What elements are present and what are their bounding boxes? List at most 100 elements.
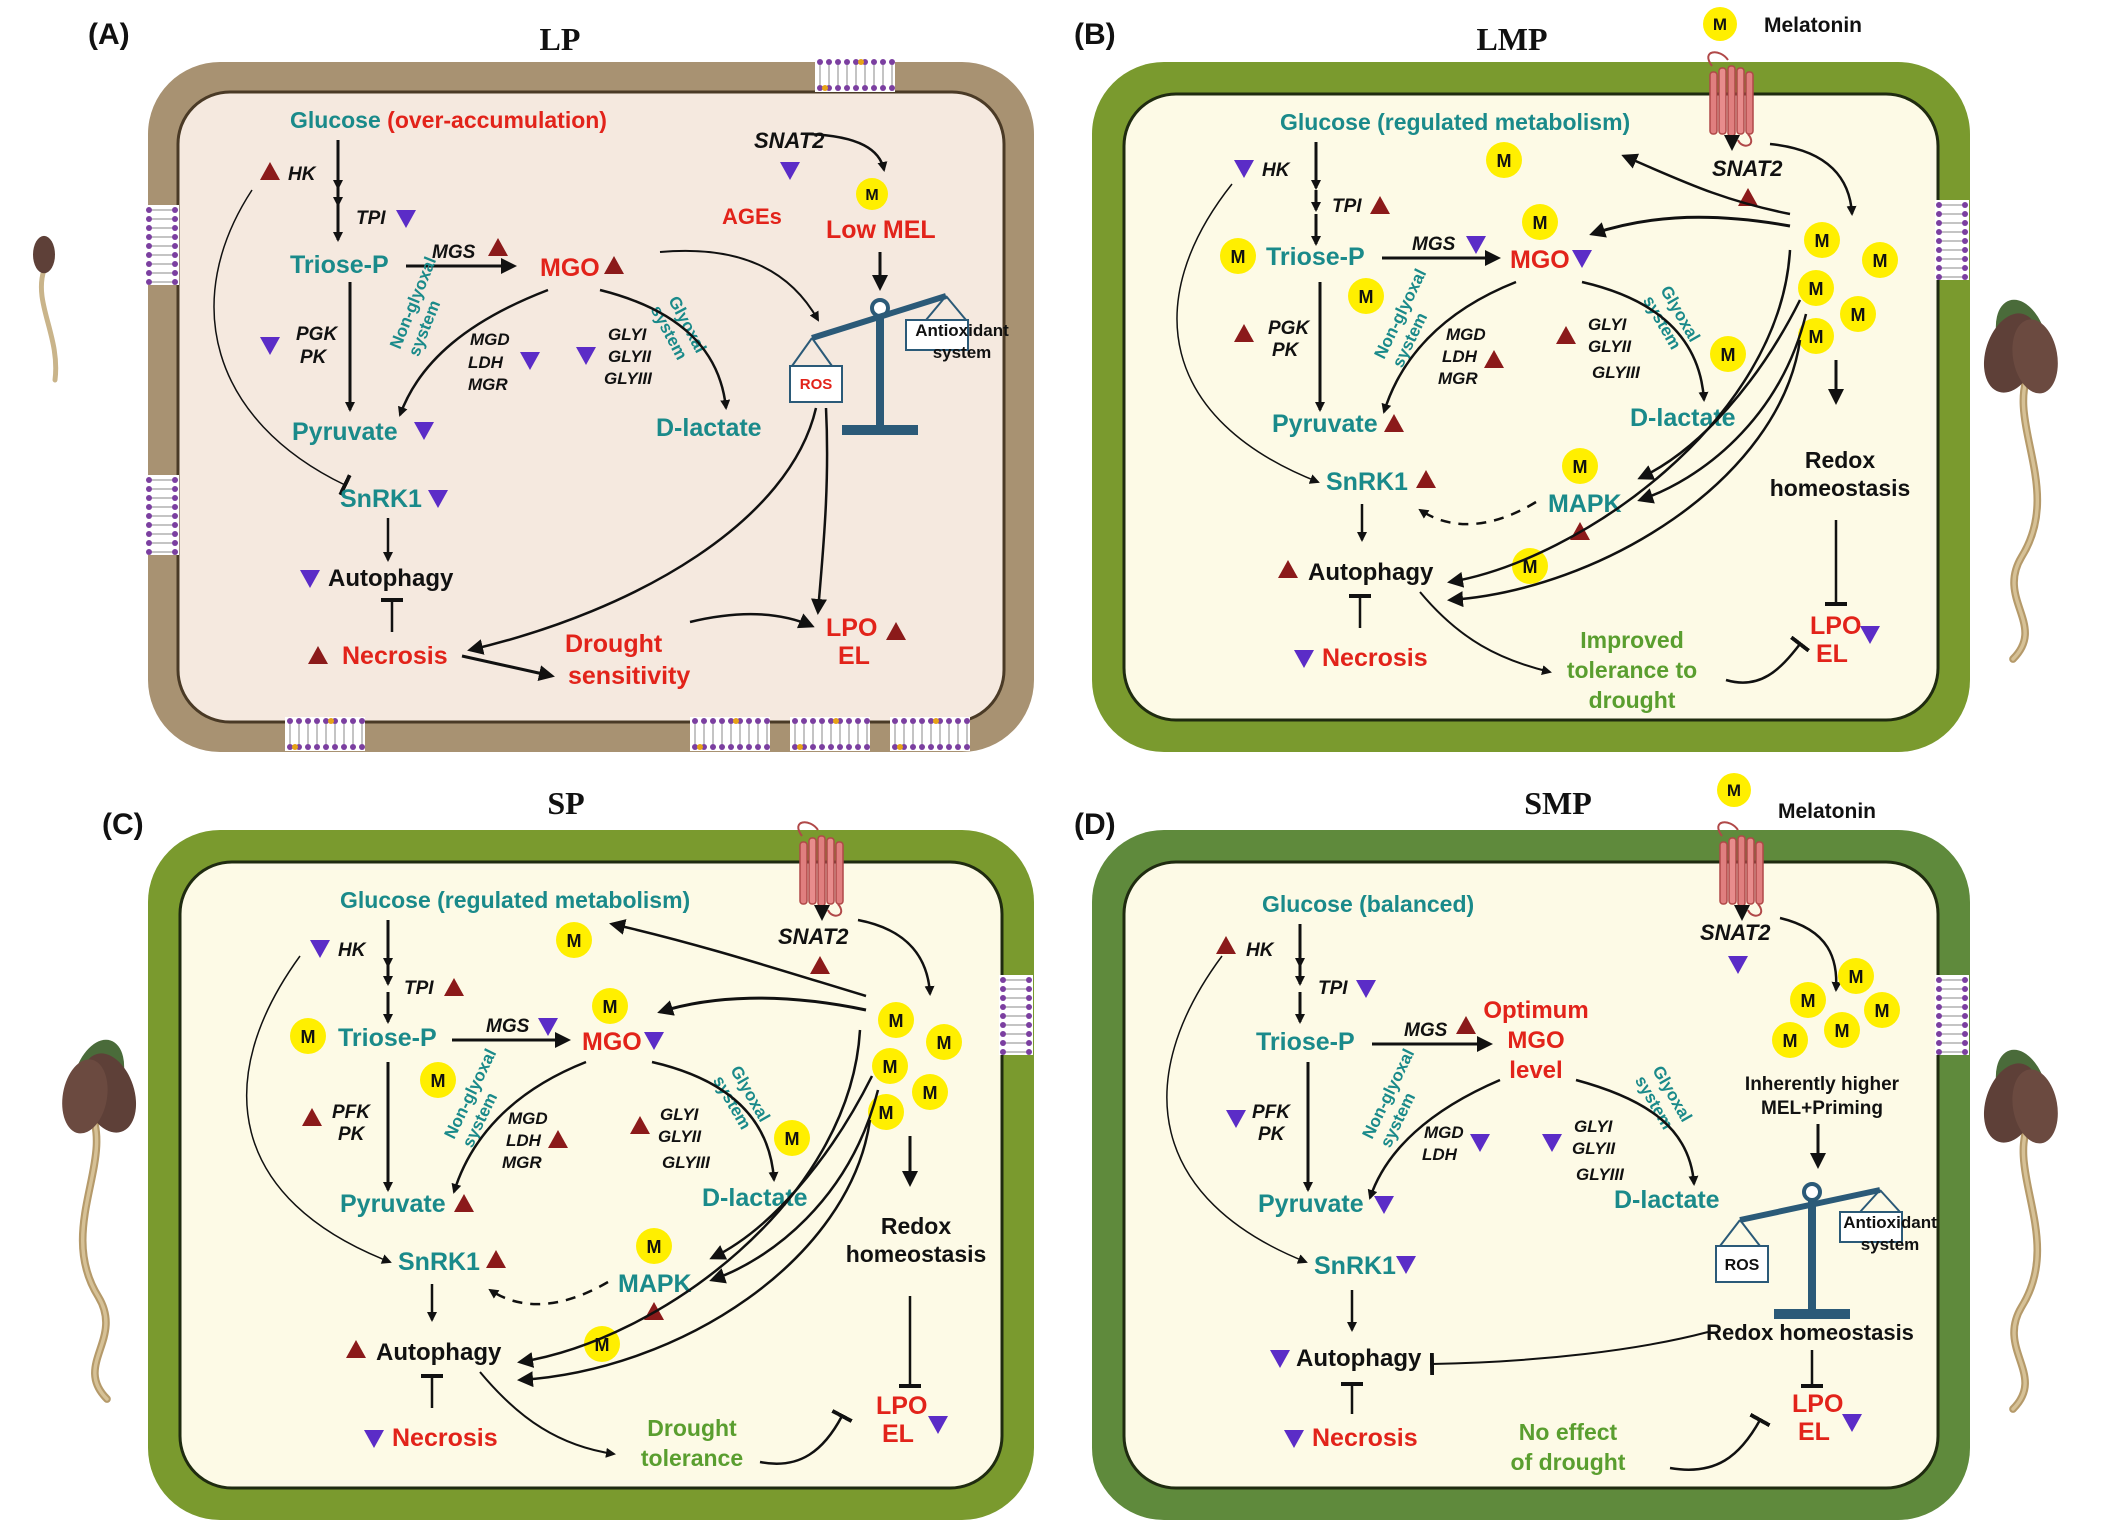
snat2: SNAT2 xyxy=(778,924,849,949)
panel-d-title: SMP xyxy=(1524,785,1592,821)
melatonin-m: M xyxy=(1809,327,1824,347)
el: EL xyxy=(1798,1418,1830,1446)
enzyme-mgs: MGS xyxy=(432,242,476,263)
melatonin-icon xyxy=(856,178,888,210)
membrane-segment xyxy=(284,716,366,752)
mgo: MGO xyxy=(1510,246,1570,274)
ros: ROS xyxy=(800,376,833,393)
melatonin-icon xyxy=(774,1120,810,1156)
glucose-label: Glucose (regulated metabolism) xyxy=(340,887,690,913)
triose-p: Triose-P xyxy=(290,251,389,279)
glucose-label: Glucose (over-accumulation) xyxy=(290,107,607,133)
el: EL xyxy=(882,1420,914,1448)
melatonin-icon xyxy=(1220,238,1256,274)
seedling-icon xyxy=(33,235,59,383)
lpo: LPO xyxy=(826,614,877,642)
enzyme-glyiii: GLYIII xyxy=(662,1153,711,1172)
pyruvate: Pyruvate xyxy=(1272,410,1378,438)
balance-icon xyxy=(1715,1182,1903,1321)
melatonin-m: M xyxy=(1727,781,1741,800)
enzyme-mgr: MGR xyxy=(502,1153,542,1172)
membrane-segment xyxy=(689,716,771,752)
enzyme-mgs: MGS xyxy=(486,1016,530,1037)
triose-p: Triose-P xyxy=(1266,243,1365,271)
snat2: SNAT2 xyxy=(1700,920,1771,945)
enzyme-glyi: GLYI xyxy=(660,1105,700,1124)
seedling-icon xyxy=(1974,1043,2063,1409)
pyruvate: Pyruvate xyxy=(340,1190,446,1218)
enzyme-glyi: GLYI xyxy=(1588,315,1628,334)
necrosis: Necrosis xyxy=(1322,644,1428,672)
panel-c: (C) SP Glucose (regulated metabolism) HK… xyxy=(57,785,1034,1520)
melatonin-m: M xyxy=(923,1083,938,1103)
membrane-segment xyxy=(1934,199,1970,281)
panel-a-tag: (A) xyxy=(88,18,130,51)
enzyme-hk: HK xyxy=(1262,160,1291,181)
panel-d-tag: (D) xyxy=(1074,808,1116,841)
melatonin-m: M xyxy=(567,931,582,951)
melatonin-icon xyxy=(1522,204,1558,240)
panel-a: (A) LP Glucose (over-accumulation) HK TP… xyxy=(33,18,1034,752)
melatonin-icon xyxy=(1348,278,1384,314)
membrane-segment xyxy=(144,204,180,286)
enzyme-ldh: LDH xyxy=(506,1131,542,1150)
snrk1: SnRK1 xyxy=(1326,468,1408,496)
enzyme-glyiii: GLYIII xyxy=(1592,363,1641,382)
glucose-label: Glucose (balanced) xyxy=(1262,891,1474,917)
lpo: LPO xyxy=(1792,1390,1843,1418)
melatonin-label: Melatonin xyxy=(1764,14,1862,37)
enzyme-glyii: GLYII xyxy=(658,1127,702,1146)
melatonin-m: M xyxy=(1497,151,1512,171)
melatonin-m: M xyxy=(431,1071,446,1091)
panel-c-title: SP xyxy=(547,785,584,821)
membrane-segment xyxy=(889,716,971,752)
enzyme-hk: HK xyxy=(1246,940,1275,961)
enzyme-glyiii: GLYIII xyxy=(1576,1165,1625,1184)
redox-homeostasis: Redox homeostasis xyxy=(1706,1320,1914,1345)
melatonin-cluster: M M M M M xyxy=(1772,958,1900,1058)
panel-b-title: LMP xyxy=(1476,21,1547,57)
lpo: LPO xyxy=(1810,612,1861,640)
enzyme-mgd: MGD xyxy=(1424,1123,1464,1142)
enzyme-tpi: TPI xyxy=(1318,978,1348,999)
enzyme-glyii: GLYII xyxy=(1572,1139,1616,1158)
panel-b-tag: (B) xyxy=(1074,18,1116,51)
melatonin-m: M xyxy=(1783,1031,1798,1051)
pyruvate: Pyruvate xyxy=(1258,1190,1364,1218)
enzyme-hk: HK xyxy=(338,940,367,961)
snrk1: SnRK1 xyxy=(398,1248,480,1276)
enzyme-mgd: MGD xyxy=(470,330,510,349)
melatonin-icon xyxy=(1710,336,1746,372)
melatonin-m: M xyxy=(785,1129,800,1149)
melatonin-m: M xyxy=(883,1057,898,1077)
melatonin-icon xyxy=(420,1062,456,1098)
snrk1: SnRK1 xyxy=(1314,1252,1396,1280)
melatonin-m: M xyxy=(1533,213,1548,233)
melatonin-m: M xyxy=(879,1103,894,1123)
membrane-segment xyxy=(144,474,180,556)
triose-p: Triose-P xyxy=(1256,1028,1355,1056)
melatonin-m: M xyxy=(1873,251,1888,271)
necrosis: Necrosis xyxy=(342,642,448,670)
enzyme-pfk: PFK xyxy=(1252,1102,1291,1123)
enzyme-pk: PK xyxy=(300,347,328,368)
enzyme-hk: HK xyxy=(288,164,317,185)
membrane-segment xyxy=(998,974,1034,1056)
melatonin-m: M xyxy=(1713,15,1727,34)
enzyme-glyii: GLYII xyxy=(608,347,652,366)
melatonin-label: Melatonin xyxy=(1778,800,1876,823)
enzyme-mgs: MGS xyxy=(1404,1020,1448,1041)
necrosis: Necrosis xyxy=(392,1424,498,1452)
melatonin-m: M xyxy=(1809,279,1824,299)
melatonin-m: M xyxy=(1815,231,1830,251)
melatonin-m: M xyxy=(603,997,618,1017)
panel-d: (D) SMP M Melatonin Glucose (balanced) H… xyxy=(1074,773,2063,1520)
mgo: MGO xyxy=(540,254,600,282)
seedling-icon xyxy=(57,1033,146,1399)
melatonin-m: M xyxy=(1835,1021,1850,1041)
